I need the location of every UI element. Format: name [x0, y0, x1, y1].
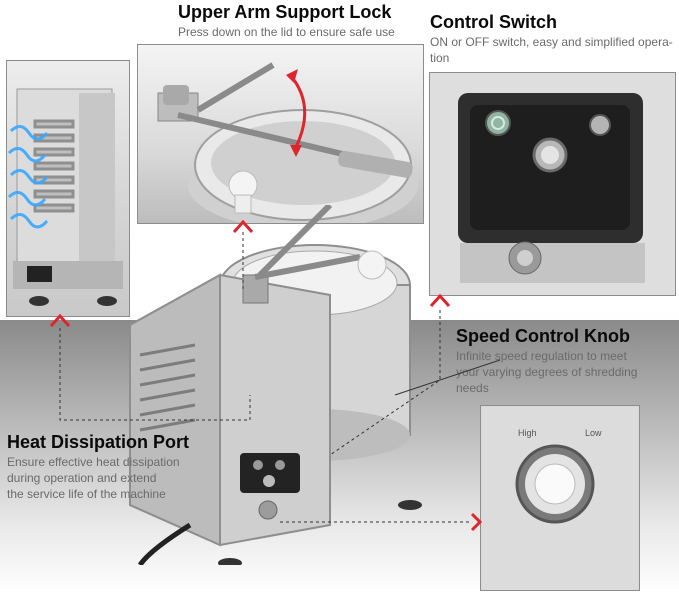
upper-arm-closeup-panel — [137, 44, 424, 224]
heat-port-label: Heat Dissipation Port Ensure effective h… — [7, 432, 189, 502]
food-processor-main-image — [129, 205, 422, 565]
upper-arm-closeup-image — [157, 62, 418, 223]
power-switch-icon — [485, 110, 511, 136]
heat-vent-closeup-panel — [6, 60, 130, 317]
control-switch-closeup-image — [430, 73, 675, 295]
upper-arm-desc: Press down on the lid to ensure safe use — [178, 24, 395, 39]
heat-port-desc-1: Ensure effective heat dissipation — [7, 454, 180, 469]
speed-knob-title: Speed Control Knob — [456, 326, 630, 346]
speed-knob-closeup-panel — [480, 405, 640, 591]
heat-port-desc-3: the service life of the machine — [7, 486, 166, 501]
control-switch-title: Control Switch — [430, 12, 557, 32]
knob-scale-high: High — [518, 428, 537, 438]
heat-vent-closeup-image — [7, 88, 123, 306]
knob-scale-low: Low — [585, 428, 602, 438]
speed-knob-desc-3: needs — [456, 380, 489, 395]
speed-knob-icon — [515, 444, 595, 524]
upper-arm-label: Upper Arm Support Lock Press down on the… — [178, 2, 395, 40]
speed-knob-desc-2: your varying degrees of shredding — [456, 364, 638, 379]
speed-knob-label: Speed Control Knob Infinite speed regula… — [456, 326, 637, 396]
heat-port-title: Heat Dissipation Port — [7, 432, 190, 452]
control-switch-closeup-panel — [429, 72, 676, 296]
upper-arm-title: Upper Arm Support Lock — [178, 2, 392, 22]
airflow-icon — [7, 125, 49, 229]
control-switch-label: Control Switch ON or OFF switch, easy an… — [430, 12, 673, 66]
control-switch-desc-1: ON or OFF switch, easy and simplified op… — [430, 34, 673, 49]
speed-knob-desc-1: Infinite speed regulation to meet — [456, 348, 627, 363]
speed-knob-closeup-image — [481, 406, 639, 590]
heat-port-desc-2: during operation and extend — [7, 470, 157, 485]
control-switch-desc-2: tion — [430, 50, 450, 65]
